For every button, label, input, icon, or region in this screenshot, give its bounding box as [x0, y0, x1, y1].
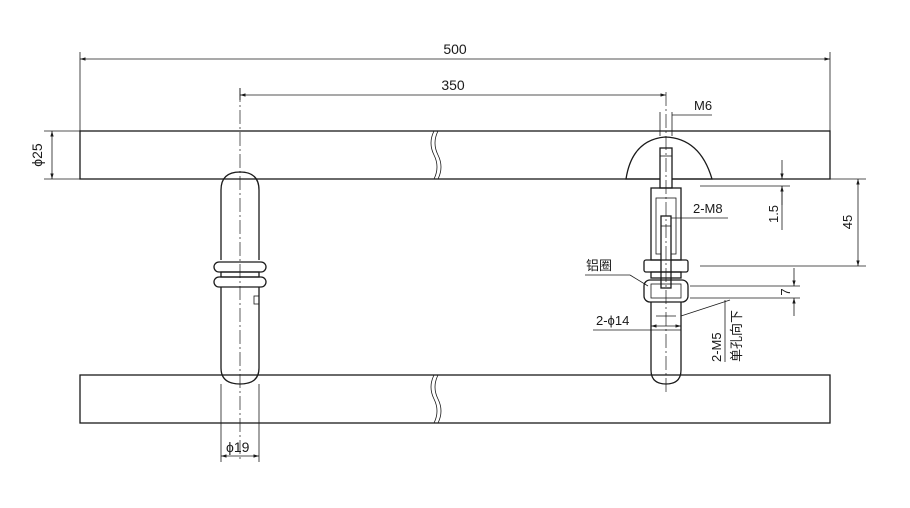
dim-m5-text: 2-M5	[709, 332, 724, 362]
aluminum-ring-label: 铝圈	[586, 258, 612, 273]
dim-height-text: 45	[840, 215, 855, 229]
dimension-m6: M6	[659, 98, 712, 136]
right-post-section	[625, 92, 713, 392]
dim-350-text: 350	[441, 77, 465, 93]
dim-m6-text: M6	[694, 98, 712, 113]
dimension-ring: 7	[690, 268, 800, 316]
dim-phi25-text: ϕ25	[29, 143, 45, 167]
dim-m8-text: 2-M8	[693, 201, 723, 216]
dimension-m5: 2-M5 单孔向下	[680, 299, 744, 362]
dim-gap-text: 1.5	[766, 205, 781, 223]
left-post	[213, 88, 267, 460]
dim-bushing-text: 2-ϕ14	[596, 313, 629, 328]
top-bar	[79, 130, 831, 180]
dimension-m8: 2-M8	[671, 201, 728, 219]
dim-ring-text: 7	[778, 288, 793, 295]
dimension-height: 45	[700, 178, 866, 267]
dim-500-text: 500	[443, 41, 467, 57]
dim-phi19-text: ϕ19	[226, 439, 250, 455]
dimension-500: 500	[79, 41, 831, 131]
dimension-bar-diameter: ϕ25	[29, 130, 80, 180]
bottom-bar	[79, 374, 831, 424]
dimension-bushing: 2-ϕ14	[593, 313, 681, 331]
single-hole-note: 单孔向下	[729, 310, 744, 362]
dimension-post-diameter: ϕ19	[220, 384, 260, 462]
dimension-gap: 1.5	[700, 160, 790, 230]
label-aluminum-ring: 铝圈	[585, 258, 649, 287]
dimension-350: 350	[239, 77, 666, 100]
